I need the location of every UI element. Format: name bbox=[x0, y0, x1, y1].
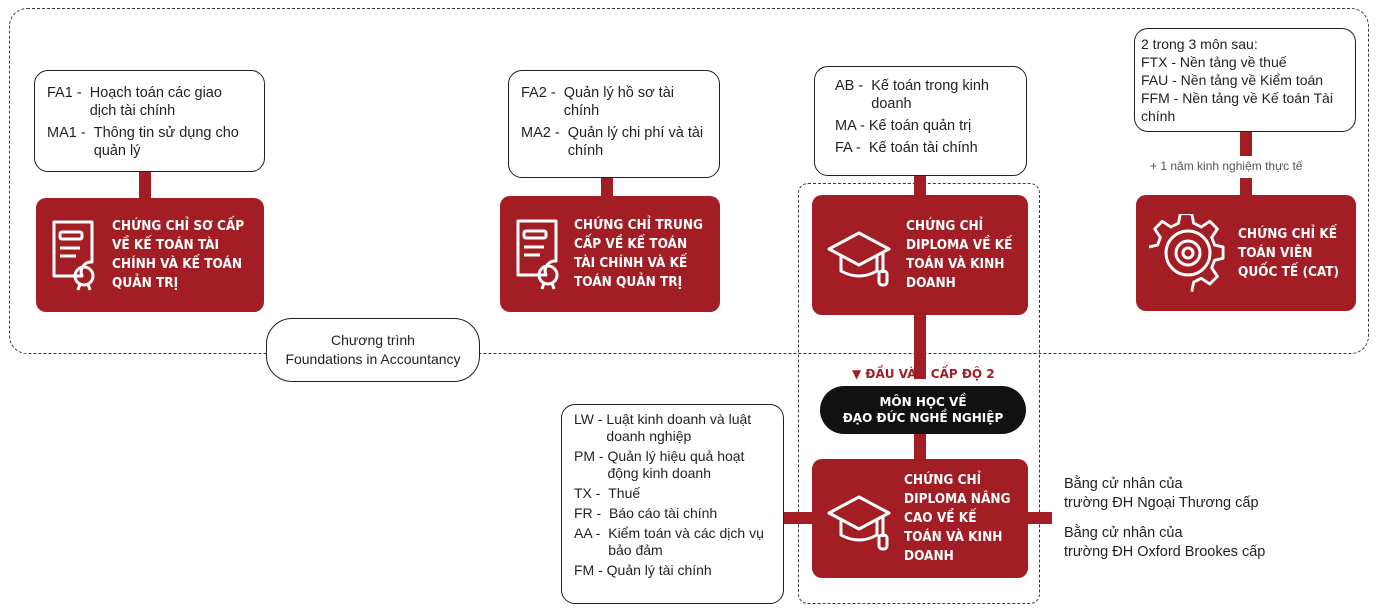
module-code: AB - bbox=[835, 78, 872, 94]
module-code: FM - bbox=[574, 562, 607, 578]
advanced-modules-box: LW - Luật kinh doanh và luật doanh nghiệ… bbox=[561, 404, 784, 604]
cert-title: Chứng chỉ Diploma về kế toán và kinh doa… bbox=[906, 218, 1013, 291]
module-code: FA1 - bbox=[47, 85, 90, 101]
cat-experience-note: + 1 năm kinh nghiệm thực tế bbox=[1150, 159, 1303, 173]
module-desc: Hoạch toán các giao dịch tài chính bbox=[89, 85, 222, 119]
connector bbox=[914, 315, 926, 379]
module-row: AA - Kiểm toán và các dịch vụ bảo đảm bbox=[574, 525, 775, 559]
module-row: FR - Báo cáo tài chính bbox=[574, 505, 775, 522]
module-row: FM - Quản lý tài chính bbox=[574, 562, 775, 579]
module-desc: Kế toán tài chính bbox=[868, 140, 978, 156]
module-desc: Kế toán trong kinh doanh bbox=[871, 78, 989, 112]
module-row: MA1 - Thông tin sử dụng cho quản lý bbox=[47, 124, 252, 160]
module-desc: Báo cáo tài chính bbox=[609, 505, 718, 521]
module-code: MA2 - bbox=[521, 125, 568, 141]
fia-program-outline bbox=[9, 8, 1369, 354]
module-desc: Quản lý hồ sơ tài chính bbox=[563, 85, 674, 119]
module-desc: Luật kinh doanh và luật doanh nghiệp bbox=[606, 411, 752, 444]
diploma-cert-card: Chứng chỉ Diploma về kế toán và kinh doa… bbox=[812, 195, 1028, 315]
module-code: MA - bbox=[835, 118, 869, 134]
module-desc: Quản lý hiệu quả hoạt động kinh doanh bbox=[607, 448, 745, 481]
module-desc: Kiểm toán và các dịch vụ bảo đảm bbox=[608, 525, 764, 558]
cert-title: Chứng chỉ kế toán viên quốc tế (CAT) bbox=[1238, 225, 1340, 280]
connector bbox=[914, 176, 926, 198]
fia-program-label: Chương trình Foundations in Accountancy bbox=[266, 318, 480, 382]
module-row: PM - Quản lý hiệu quả hoạt động kinh doa… bbox=[574, 448, 775, 482]
fa2-cert-card: Chứng chỉ trung cấp về kế toán tài chính… bbox=[500, 196, 720, 312]
module-code: MA1 - bbox=[47, 125, 94, 141]
graduation-cap-icon bbox=[822, 479, 896, 559]
cert-title: Chứng chỉ sơ cấp về kế toán tài chính và… bbox=[112, 218, 245, 291]
connector bbox=[139, 172, 151, 199]
degree-ftu: Bằng cử nhân của trường ĐH Ngoại Thương … bbox=[1064, 476, 1259, 511]
module-desc: Quản lý tài chính bbox=[606, 562, 712, 578]
fa-cert-card: Chứng chỉ sơ cấp về kế toán tài chính và… bbox=[36, 198, 264, 312]
module-code: FA - bbox=[835, 140, 869, 156]
graduation-cap-icon bbox=[822, 215, 896, 295]
module-code: FA2 - bbox=[521, 85, 564, 101]
module-row: FA1 - Hoạch toán các giao dịch tài chính bbox=[47, 84, 252, 120]
connector bbox=[914, 434, 926, 460]
module-row: MA2 - Quản lý chi phí và tài chính bbox=[521, 124, 707, 160]
cat-module-item: FTX - Nền tảng về thuế bbox=[1141, 54, 1287, 70]
module-code: TX - bbox=[574, 485, 609, 501]
module-row: AB - Kế toán trong kinh doanh bbox=[835, 77, 1014, 113]
advanced-diploma-cert-card: Chứng chỉ Diploma nâng cao về kế toán và… bbox=[812, 459, 1028, 578]
module-code: AA - bbox=[574, 525, 609, 541]
connector bbox=[1240, 178, 1252, 196]
document-icon bbox=[510, 214, 564, 294]
diploma-modules-box: AB - Kế toán trong kinh doanh MA - Kế to… bbox=[814, 66, 1027, 176]
module-code: PM - bbox=[574, 448, 608, 464]
module-desc: Quản lý chi phí và tài chính bbox=[567, 125, 704, 159]
cat-cert-card: Chứng chỉ kế toán viên quốc tế (CAT) bbox=[1136, 195, 1356, 311]
module-desc: Thuế bbox=[608, 485, 641, 501]
module-row: LW - Luật kinh doanh và luật doanh nghiệ… bbox=[574, 411, 775, 445]
fa1-modules-box: FA1 - Hoạch toán các giao dịch tài chính… bbox=[34, 70, 265, 172]
cert-title: Chứng chỉ Diploma nâng cao về kế toán và… bbox=[904, 472, 1011, 564]
connector bbox=[1028, 512, 1052, 524]
level2-entry-label: ▼ ĐẦU VÀO CẤP ĐỘ 2 bbox=[852, 367, 995, 381]
connector bbox=[601, 178, 613, 200]
cat-module-item: FFM - Nền tảng về Kế toán Tài chính bbox=[1141, 90, 1333, 124]
document-icon bbox=[46, 215, 100, 295]
module-row: FA2 - Quản lý hồ sơ tài chính bbox=[521, 84, 707, 120]
cert-title: Chứng chỉ trung cấp về kế toán tài chính… bbox=[574, 217, 704, 290]
module-code: LW - bbox=[574, 411, 607, 427]
module-desc: Thông tin sử dụng cho quản lý bbox=[93, 125, 239, 159]
module-row: FA - Kế toán tài chính bbox=[835, 139, 1014, 157]
module-row: MA - Kế toán quản trị bbox=[835, 117, 1014, 135]
gear-icon bbox=[1148, 213, 1228, 293]
ethics-module-pill: MÔN HỌC VỀ ĐẠO ĐỨC NGHỀ NGHIỆP bbox=[820, 386, 1026, 434]
cat-module-item: FAU - Nền tảng về Kiểm toán bbox=[1141, 72, 1324, 88]
cat-modules-box: 2 trong 3 môn sau: FTX - Nền tảng về thu… bbox=[1134, 28, 1356, 132]
module-code: FR - bbox=[574, 505, 609, 521]
module-row: TX - Thuế bbox=[574, 485, 775, 502]
connector bbox=[784, 512, 814, 524]
degree-oxford-brookes: Bằng cử nhân của trường ĐH Oxford Brooke… bbox=[1064, 525, 1266, 560]
module-desc: Kế toán quản trị bbox=[868, 118, 972, 134]
connector bbox=[1240, 132, 1252, 156]
fa2-modules-box: FA2 - Quản lý hồ sơ tài chính MA2 - Quản… bbox=[508, 70, 720, 178]
cat-modules-header: 2 trong 3 môn sau: bbox=[1141, 36, 1258, 52]
